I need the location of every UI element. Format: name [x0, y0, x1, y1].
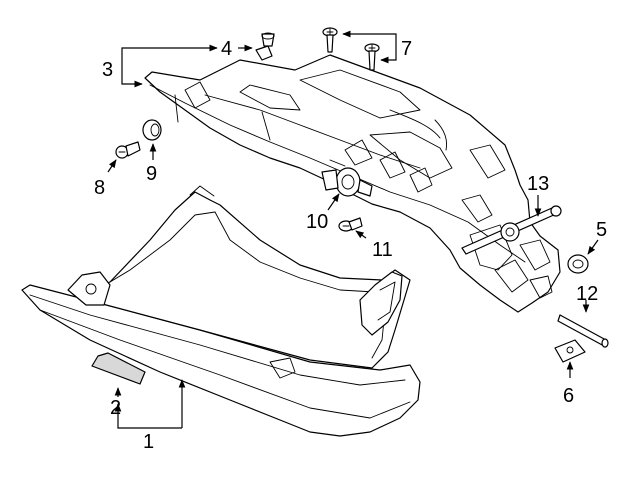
callout-labels: 1 2 3 4 5 6 7 8 9 10 11 12 13 [94, 38, 607, 453]
callout-3: 3 [102, 59, 113, 81]
damper-pin [557, 314, 609, 348]
bumper-stop [255, 32, 275, 61]
callout-12: 12 [576, 283, 598, 305]
callout-6: 6 [563, 385, 574, 407]
callout-1: 1 [143, 431, 154, 453]
callout-13: 13 [527, 173, 549, 195]
callout-5: 5 [596, 219, 607, 241]
latch-rod [461, 205, 562, 255]
grommet-right [567, 254, 589, 274]
screw-upper-left [322, 27, 338, 53]
emblem-cover [91, 352, 146, 385]
bolt [115, 141, 141, 159]
callout-4: 4 [221, 38, 232, 60]
grommet-left [142, 119, 162, 141]
lock-cylinder [321, 167, 373, 197]
callout-11: 11 [372, 239, 393, 261]
callout-10: 10 [306, 211, 328, 233]
leader-lines [107, 30, 599, 429]
glove-box-door [21, 185, 421, 437]
callout-7: 7 [401, 38, 412, 60]
callout-9: 9 [146, 163, 157, 185]
callout-8: 8 [94, 177, 105, 199]
screw-lower [338, 217, 363, 232]
callout-2: 2 [110, 397, 121, 419]
screw-upper-right [364, 43, 380, 71]
clip-nut [554, 339, 586, 363]
